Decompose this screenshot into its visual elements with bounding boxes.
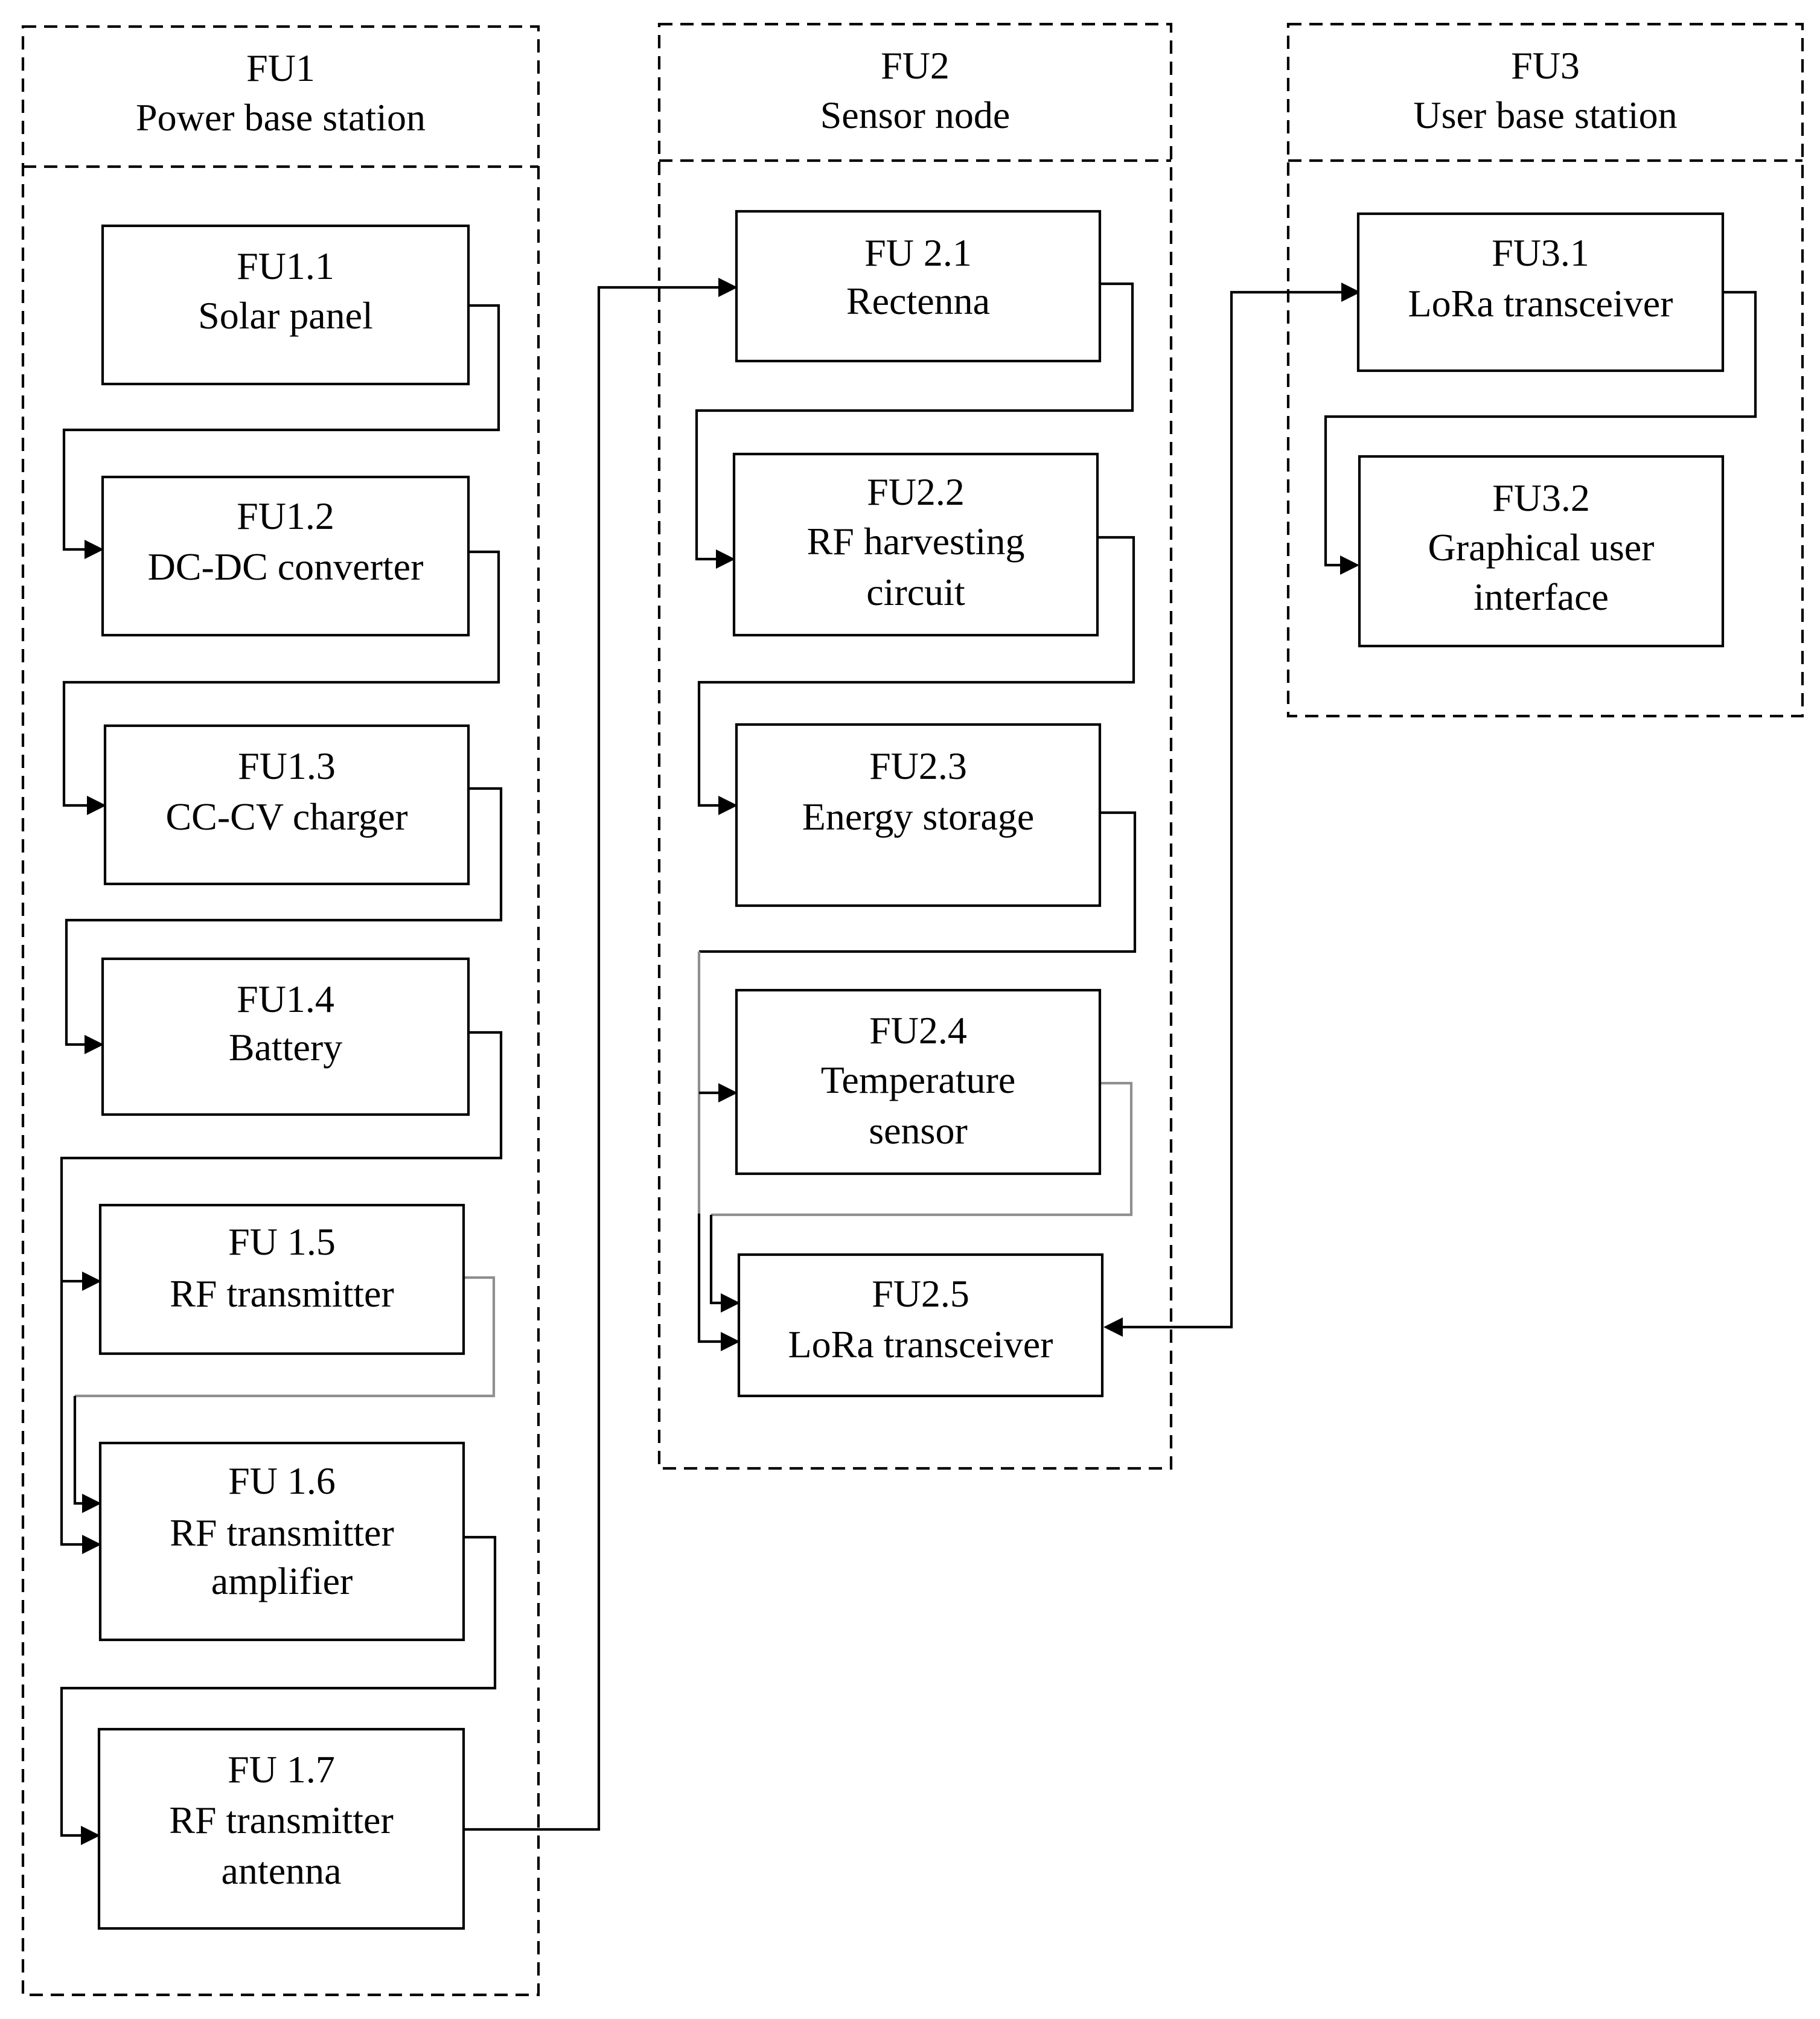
arrowheads: [81, 278, 1361, 1845]
block-fu1-2-id: FU1.2: [237, 494, 334, 537]
arrowhead-fu2-5-b: [721, 1332, 740, 1351]
arrowhead-fu2-4: [718, 1083, 738, 1102]
wire-to-fu2-5-lower: [697, 1214, 729, 1343]
group-fu2-subtitle: Sensor node: [820, 94, 1011, 136]
arrowhead-fu1-4: [85, 1035, 104, 1054]
arrowhead-fu2-5-a: [721, 1293, 740, 1313]
block-fu2-1: FU 2.1 Rectenna: [735, 210, 1102, 363]
block-fu1-4-id: FU1.4: [237, 978, 334, 1020]
block-fu1-2-label: DC-DC converter: [148, 545, 424, 588]
block-fu3-2-label-1: Graphical user: [1428, 526, 1655, 569]
block-fu1-3-id: FU1.3: [238, 744, 336, 787]
block-fu2-3-label: Energy storage: [802, 795, 1034, 838]
block-fu1-6-label-1: RF transmitter: [170, 1511, 394, 1554]
block-fu2-3-id: FU2.3: [869, 744, 967, 787]
block-fu2-2-id: FU2.2: [867, 470, 965, 513]
group-fu3: FU3 User base station: [1286, 22, 1804, 718]
group-fu3-subtitle: User base station: [1413, 94, 1677, 136]
wire-fu1-3-to-fu1-4: [65, 787, 503, 1046]
arrowhead-fu1-3: [87, 796, 106, 815]
arrowhead-fu2-5-right: [1103, 1317, 1123, 1337]
block-fu3-2-id: FU3.2: [1492, 476, 1590, 519]
block-fu1-2: FU1.2 DC-DC converter: [101, 475, 470, 637]
block-fu1-7-label-2: antenna: [222, 1849, 342, 1892]
block-fu3-1-id: FU3.1: [1492, 231, 1589, 274]
wire-fu2-2-to-fu2-3: [697, 536, 1135, 807]
block-fu1-5-id: FU 1.5: [228, 1220, 336, 1263]
block-fu2-4-label-1: Temperature: [821, 1058, 1015, 1101]
block-fu2-2: FU2.2 RF harvesting circuit: [732, 452, 1099, 637]
block-fu2-4-label-2: sensor: [869, 1109, 968, 1152]
block-fu2-4: FU2.4 Temperature sensor: [735, 988, 1102, 1176]
block-fu1-7-id: FU 1.7: [228, 1748, 335, 1791]
wire-fu1-5-to-fu1-6-end: [73, 1396, 88, 1505]
block-fu1-1-label: Solar panel: [198, 294, 373, 337]
block-fu2-3: FU2.3 Energy storage: [735, 723, 1102, 907]
arrowhead-fu1-5: [82, 1272, 101, 1291]
block-fu2-5-id: FU2.5: [872, 1272, 969, 1315]
wire-fu1-5-to-fu1-6: [75, 1276, 496, 1398]
block-fu2-1-label: Rectenna: [846, 280, 990, 322]
block-fu1-6-id: FU 1.6: [228, 1459, 336, 1502]
block-fu1-7-label-1: RF transmitter: [169, 1799, 394, 1841]
block-fu3-1: FU3.1 LoRa transceiver: [1356, 212, 1725, 373]
arrowhead-fu3-2: [1340, 555, 1359, 575]
connectors: [60, 282, 1757, 1837]
block-fu1-6: FU 1.6 RF transmitter amplifier: [98, 1441, 465, 1642]
block-fu1-3-label: CC-CV charger: [165, 795, 407, 838]
block-fu2-5: FU2.5 LoRa transceiver: [737, 1253, 1104, 1398]
block-fu3-1-label: LoRa transceiver: [1408, 282, 1673, 325]
arrowhead-fu3-1: [1341, 283, 1361, 302]
group-fu2: FU2 Sensor node: [657, 22, 1173, 1470]
block-fu2-4-id: FU2.4: [869, 1009, 967, 1052]
block-fu3-2: FU3.2 Graphical user interface: [1358, 455, 1725, 648]
wire-fu1-4-to-fu1-5-and-6: [60, 1031, 503, 1546]
arrowhead-fu1-6-b: [82, 1535, 101, 1554]
wire-fu3-1-to-fu3-2: [1324, 290, 1757, 567]
block-fu1-3: FU1.3 CC-CV charger: [103, 724, 470, 886]
block-fu2-5-label: LoRa transceiver: [788, 1323, 1053, 1366]
arrowhead-fu2-3: [718, 796, 738, 815]
arrowhead-fu1-6-a: [82, 1494, 101, 1513]
block-fu1-5-label: RF transmitter: [170, 1272, 394, 1315]
wire-fu2-3-to-fu2-4: [699, 811, 1137, 953]
arrowhead-fu1-2: [85, 540, 104, 559]
block-fu3-2-label-2: interface: [1474, 575, 1609, 618]
wire-fu1-7-to-fu2-1: [464, 286, 726, 1831]
block-fu2-1-id: FU 2.1: [864, 231, 972, 274]
arrowhead-fu2-1: [718, 278, 738, 297]
block-fu1-4-label: Battery: [229, 1026, 342, 1069]
block-fu2-2-label-1: RF harvesting: [807, 520, 1025, 563]
wire-fu1-2-to-fu1-3: [62, 550, 500, 807]
wire-fu2-4-to-fu2-5-end: [709, 1215, 729, 1305]
group-fu2-title: FU2: [881, 44, 950, 87]
block-fu1-6-label-2: amplifier: [211, 1560, 353, 1602]
wire-fu2-4-to-fu2-5: [711, 1081, 1133, 1217]
block-fu1-4: FU1.4 Battery: [101, 957, 470, 1116]
block-fu1-7: FU 1.7 RF transmitter antenna: [97, 1727, 465, 1930]
wire-fu1-6-to-fu1-7: [60, 1535, 497, 1837]
block-fu2-2-label-2: circuit: [866, 571, 965, 613]
group-fu3-title: FU3: [1511, 44, 1580, 87]
arrowhead-fu2-2: [716, 549, 735, 569]
group-fu1-title: FU1: [246, 46, 315, 89]
wire-fu2-1-to-fu2-2: [695, 282, 1134, 561]
arrowhead-fu1-7: [81, 1826, 100, 1845]
group-fu1: FU1 Power base station: [21, 25, 540, 1997]
block-fu1-1-id: FU1.1: [237, 245, 334, 287]
block-fu1-1: FU1.1 Solar panel: [101, 224, 470, 386]
block-fu1-5: FU 1.5 RF transmitter: [98, 1203, 465, 1355]
group-fu1-subtitle: Power base station: [136, 96, 426, 139]
wire-fu1-1-to-fu1-2: [62, 304, 500, 551]
wire-fu2-5-to-fu3-1: [1116, 290, 1349, 1329]
